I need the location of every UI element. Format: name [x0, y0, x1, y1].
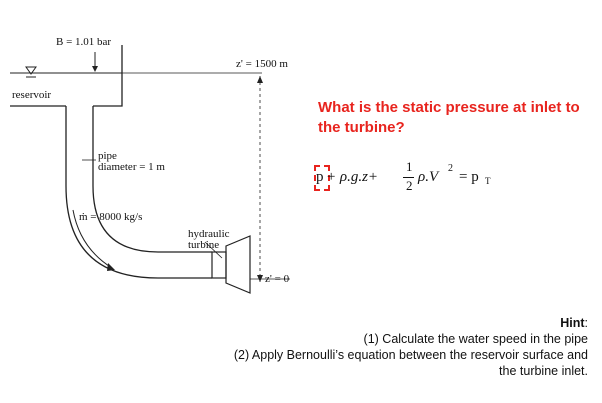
pipe-outer-wall — [65, 106, 212, 279]
pipe-label-line2: diameter = 1 m — [98, 161, 165, 173]
unknown-pressure-highlight-box — [314, 165, 330, 191]
reservoir-label: reservoir — [12, 89, 52, 101]
hint-title-row: Hint: — [234, 315, 588, 331]
top-elevation-label: z' = 1500 m — [236, 58, 288, 70]
equation-term2: ρ.V — [418, 169, 439, 185]
equation-fraction-bar — [403, 177, 414, 178]
mass-flow-label: ṁ = 8000 kg/s — [79, 211, 143, 223]
equation-p: p — [316, 169, 324, 185]
turbine-label-line2: turbine — [188, 239, 220, 251]
turbine-label-line1: hydraulic — [188, 228, 230, 240]
hint-title: Hint — [560, 316, 585, 330]
equation-term1: + ρ.g.z+ — [326, 169, 379, 185]
pipe-inner-wall — [92, 106, 212, 253]
hint-colon: : — [584, 316, 588, 330]
equation-fraction-denominator: 2 — [406, 178, 413, 193]
hint-item-2: (2) Apply Bernoulli’s equation between t… — [233, 348, 588, 362]
turbine-inlet — [211, 251, 227, 279]
question-text: What is the static pressure at inlet to … — [318, 99, 580, 136]
equation-fraction-numerator: 1 — [406, 159, 413, 174]
equation-rhs: = p — [459, 169, 479, 185]
turbine-body — [225, 235, 251, 294]
hint-block: Hint: (1) Calculate the water speed in t… — [234, 315, 588, 379]
hint-item-3: the turbine inlet. — [499, 364, 588, 378]
bernoulli-equation: p + ρ.g.z+ 1 2 ρ.V 2 = p T — [314, 159, 514, 211]
pipe-label-line1: pipe — [98, 150, 117, 162]
reservoir-wall — [93, 45, 123, 107]
bottom-elevation-label: z' = 0 — [265, 273, 290, 285]
equation-rhs-subscript: T — [485, 176, 491, 186]
hint-item-1: (1) Calculate the water speed in the pip… — [363, 332, 588, 346]
free-surface-symbol — [25, 66, 37, 75]
flow-arrow — [72, 209, 113, 269]
pressure-label: B = 1.01 bar — [56, 36, 112, 48]
equation-exponent: 2 — [448, 163, 453, 174]
